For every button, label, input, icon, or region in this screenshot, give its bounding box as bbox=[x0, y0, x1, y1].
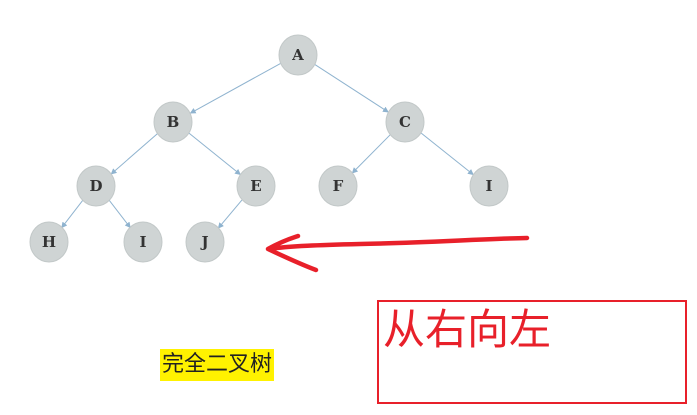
tree-edge-d-h bbox=[61, 199, 84, 229]
tree-node-label: A bbox=[291, 46, 304, 64]
tree-node-label: F bbox=[333, 177, 344, 195]
tree-node-d: D bbox=[76, 165, 116, 207]
tree-node-circle bbox=[123, 221, 163, 263]
tree-edge-c-f bbox=[351, 134, 391, 174]
tree-node-a: A bbox=[278, 34, 318, 76]
tree-node-circle bbox=[385, 101, 425, 143]
tree-edge-b-e bbox=[188, 132, 241, 176]
tree-node-c: C bbox=[385, 101, 425, 143]
tree-edge-c-i bbox=[420, 132, 474, 176]
tree-edges bbox=[61, 63, 474, 229]
tree-node-b: B bbox=[153, 101, 193, 143]
tree-node-i: I bbox=[123, 221, 163, 263]
tree-node-label: J bbox=[199, 233, 208, 251]
annotation-text: 从右向左 bbox=[383, 305, 552, 354]
tree-edge-a-b bbox=[189, 63, 281, 114]
tree-node-label: D bbox=[89, 177, 102, 195]
tree-node-circle bbox=[236, 165, 276, 207]
tree-node-label: I bbox=[139, 233, 146, 251]
tree-node-f: F bbox=[318, 165, 358, 207]
tree-node-i: I bbox=[469, 165, 509, 207]
tree-node-h: H bbox=[29, 221, 69, 263]
tree-node-circle bbox=[318, 165, 358, 207]
tree-node-label: C bbox=[399, 113, 411, 131]
tree-node-label: E bbox=[250, 177, 261, 195]
tree-edge-e-j bbox=[217, 198, 243, 229]
tree-node-label: H bbox=[42, 233, 56, 251]
tree-node-circle bbox=[29, 221, 69, 263]
caption-complete-binary-tree: 完全二叉树 bbox=[160, 349, 275, 381]
tree-node-j: J bbox=[185, 221, 225, 263]
tree-node-circle bbox=[76, 165, 116, 207]
tree-node-label: B bbox=[167, 113, 180, 131]
tree-node-label: I bbox=[485, 177, 492, 195]
tree-nodes: A B C D E F I H I J bbox=[29, 34, 509, 263]
tree-node-e: E bbox=[236, 165, 276, 207]
tree-edge-d-i bbox=[108, 199, 131, 229]
tree-node-circle bbox=[185, 221, 225, 263]
tree-edge-b-d bbox=[110, 133, 158, 175]
tree-node-circle bbox=[153, 101, 193, 143]
tree-node-circle bbox=[278, 34, 318, 76]
tree-node-circle bbox=[469, 165, 509, 207]
red-arrow-stroke bbox=[265, 233, 530, 273]
tree-edge-a-c bbox=[314, 64, 389, 113]
annotation-box: 从右向左 bbox=[377, 300, 687, 404]
